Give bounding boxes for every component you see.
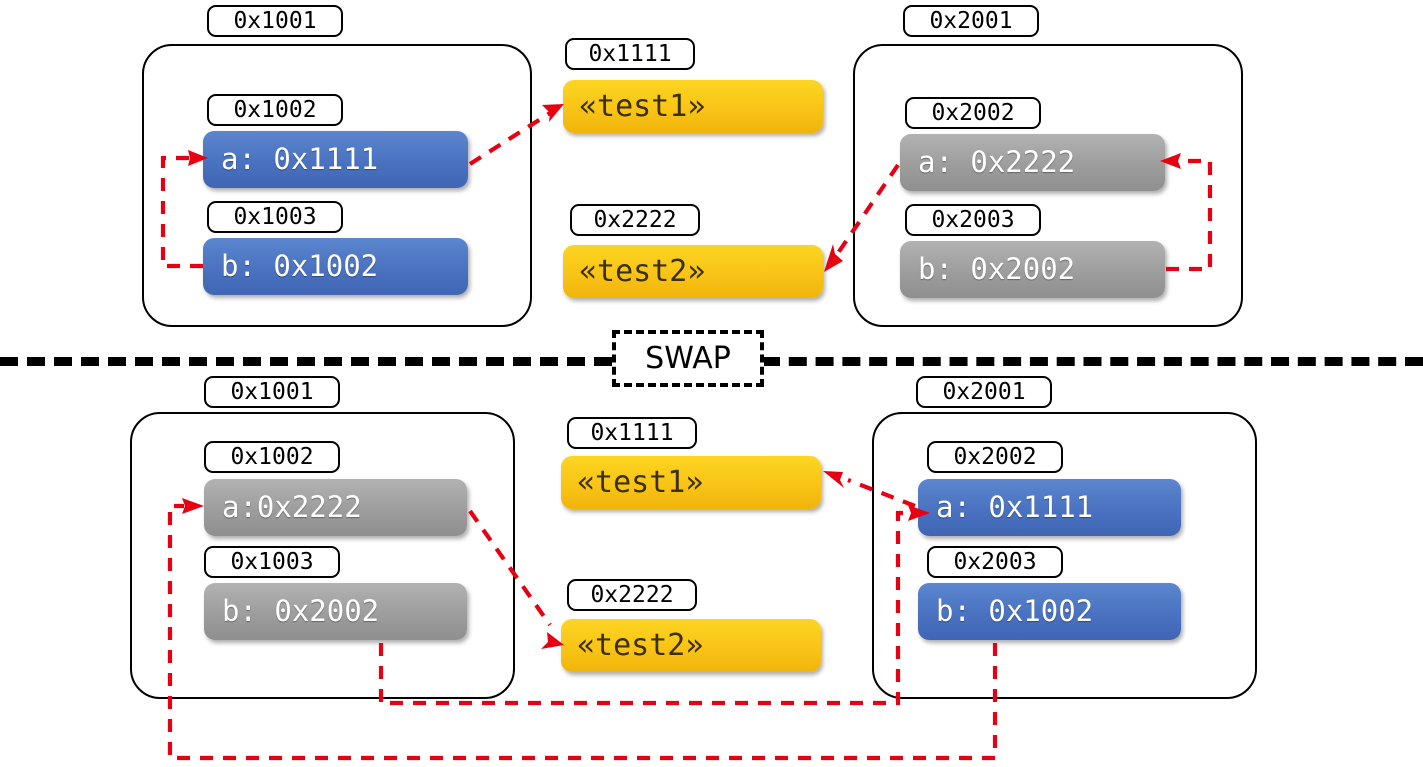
after-string1-value: «test2» <box>561 619 821 672</box>
after-right-slot0-value: a: 0x1111 <box>918 479 1181 536</box>
after-string0-address-tag: 0x1111 <box>567 417 697 449</box>
before-string0-value: «test1» <box>563 80 823 133</box>
before-left-frame <box>142 44 532 327</box>
before-string0-address-tag: 0x1111 <box>565 38 695 70</box>
after-right-slot0-address-tag: 0x2002 <box>927 441 1063 473</box>
swap-label: SWAP <box>612 330 764 387</box>
after-left-frame-address-tag: 0x1001 <box>204 376 340 408</box>
before-right-slot0-address-tag: 0x2002 <box>905 97 1041 129</box>
before-right-frame-address-tag: 0x2001 <box>903 5 1039 37</box>
swap-divider-left <box>0 357 612 366</box>
before-right-slot1-address-tag: 0x2003 <box>905 204 1041 236</box>
after-right-slot1-value: b: 0x1002 <box>918 583 1181 640</box>
after-right-frame-address-tag: 0x2001 <box>916 376 1052 408</box>
after-left-slot1-value: b: 0x2002 <box>204 583 467 640</box>
after-left-slot0-address-tag: 0x1002 <box>204 441 340 473</box>
before-right-slot1-value: b: 0x2002 <box>900 241 1165 298</box>
before-right-slot0-value: a: 0x2222 <box>900 134 1165 191</box>
before-left-slot0-address-tag: 0x1002 <box>207 94 343 126</box>
before-string1-value: «test2» <box>563 245 823 298</box>
before-left-slot0-value: a: 0x1111 <box>203 131 468 188</box>
before-left-slot1-value: b: 0x1002 <box>203 238 468 295</box>
before-left-slot1-address-tag: 0x1003 <box>207 201 343 233</box>
after-left-slot1-address-tag: 0x1003 <box>204 546 340 578</box>
after-left-slot0-value: a:0x2222 <box>204 479 467 536</box>
after-right-slot1-address-tag: 0x2003 <box>927 546 1063 578</box>
after-string0-value: «test1» <box>561 456 821 509</box>
before-left-frame-address-tag: 0x1001 <box>207 5 343 37</box>
before-string1-address-tag: 0x2222 <box>570 204 700 236</box>
swap-divider-right <box>762 357 1423 366</box>
after-string1-address-tag: 0x2222 <box>567 579 697 611</box>
